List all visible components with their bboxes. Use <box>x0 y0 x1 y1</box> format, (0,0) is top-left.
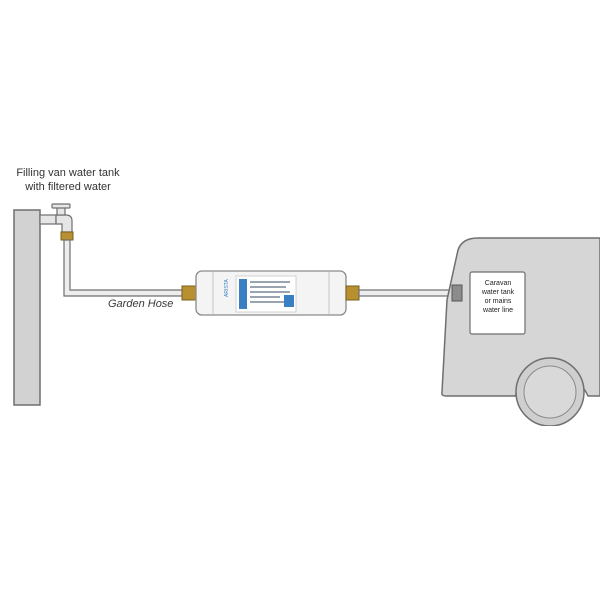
wall <box>13 209 41 406</box>
garden-hose-label: Garden Hose <box>108 298 174 310</box>
van-tank-label: Caravan water tank or mains water line <box>472 279 524 315</box>
van-label-line: or mains <box>484 298 512 305</box>
brass-fitting-left <box>181 285 197 301</box>
van-label-line: Caravan <box>484 280 512 287</box>
van-label-panel <box>469 271 526 335</box>
diagram-title: Filling van water tank with filtered wat… <box>8 166 128 194</box>
title-line-1: Filling van water tank <box>16 167 120 179</box>
filter-brand-text: ARISTA <box>224 279 230 297</box>
van-inlet-connector <box>451 284 463 302</box>
garden-hose-left <box>63 239 183 297</box>
tap-icon <box>39 203 74 241</box>
van-wheel-hub <box>523 365 577 419</box>
van-label-line: water tank <box>481 289 515 296</box>
title-line-2: with filtered water <box>25 181 111 193</box>
brass-fitting-right <box>345 285 360 301</box>
van-label-line: water line <box>483 307 513 314</box>
inline-water-filter: ARISTA <box>195 270 347 316</box>
garden-hose-right <box>358 289 453 297</box>
